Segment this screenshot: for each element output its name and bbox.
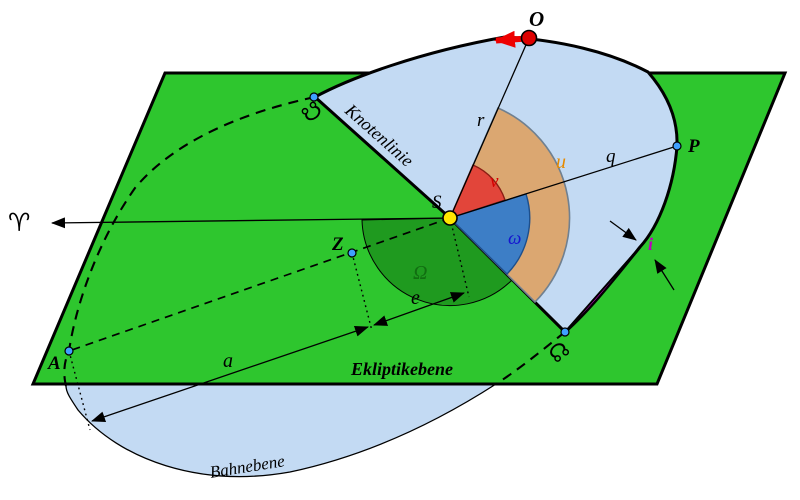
vernal-equinox-line [51,217,451,229]
label-ecliptic-plane: Ekliptikebene [350,359,453,379]
inclination-arrow-lower [654,259,675,291]
node-distance-line-q [449,145,678,219]
vernal-equinox-icon: ♈ [8,208,30,237]
ascending-node-point [560,327,570,337]
label-eccentricity: e [411,287,420,309]
inclination-wedge-fill [564,246,641,333]
inclination-arrow-upper [609,220,637,241]
label-radius: r [477,110,485,131]
radius-line-r [449,37,530,219]
label-aphelion: A [47,353,61,374]
label-semi-major-axis: a [223,350,233,372]
label-argument-of-periapsis: ω [508,228,521,249]
label-argument-of-latitude: u [556,151,566,173]
label-center: Z [331,234,344,255]
semi-major-axis-arrow [91,325,369,423]
descending-node-point [309,92,319,102]
label-inclination: i [648,234,653,254]
label-perihelion: P [687,136,700,157]
label-ascending-node-longitude: Ω [413,262,427,284]
orbit-hidden-arc-node [495,331,566,385]
sun-point [442,210,458,226]
orbit-hidden-arc-left [63,95,316,387]
eccentricity-arrow [373,292,465,326]
label-node-distance: q [606,146,616,167]
argument-of-periapsis-sector [448,193,531,275]
orbit-bottom-edge [65,383,497,478]
label-true-anomaly: ν [490,171,499,192]
perihelion-point [672,141,682,151]
object-point [520,29,538,47]
center-point [347,248,357,258]
label-sun: S [432,192,442,213]
label-object: O [529,7,544,31]
aphelion-point [64,346,74,356]
